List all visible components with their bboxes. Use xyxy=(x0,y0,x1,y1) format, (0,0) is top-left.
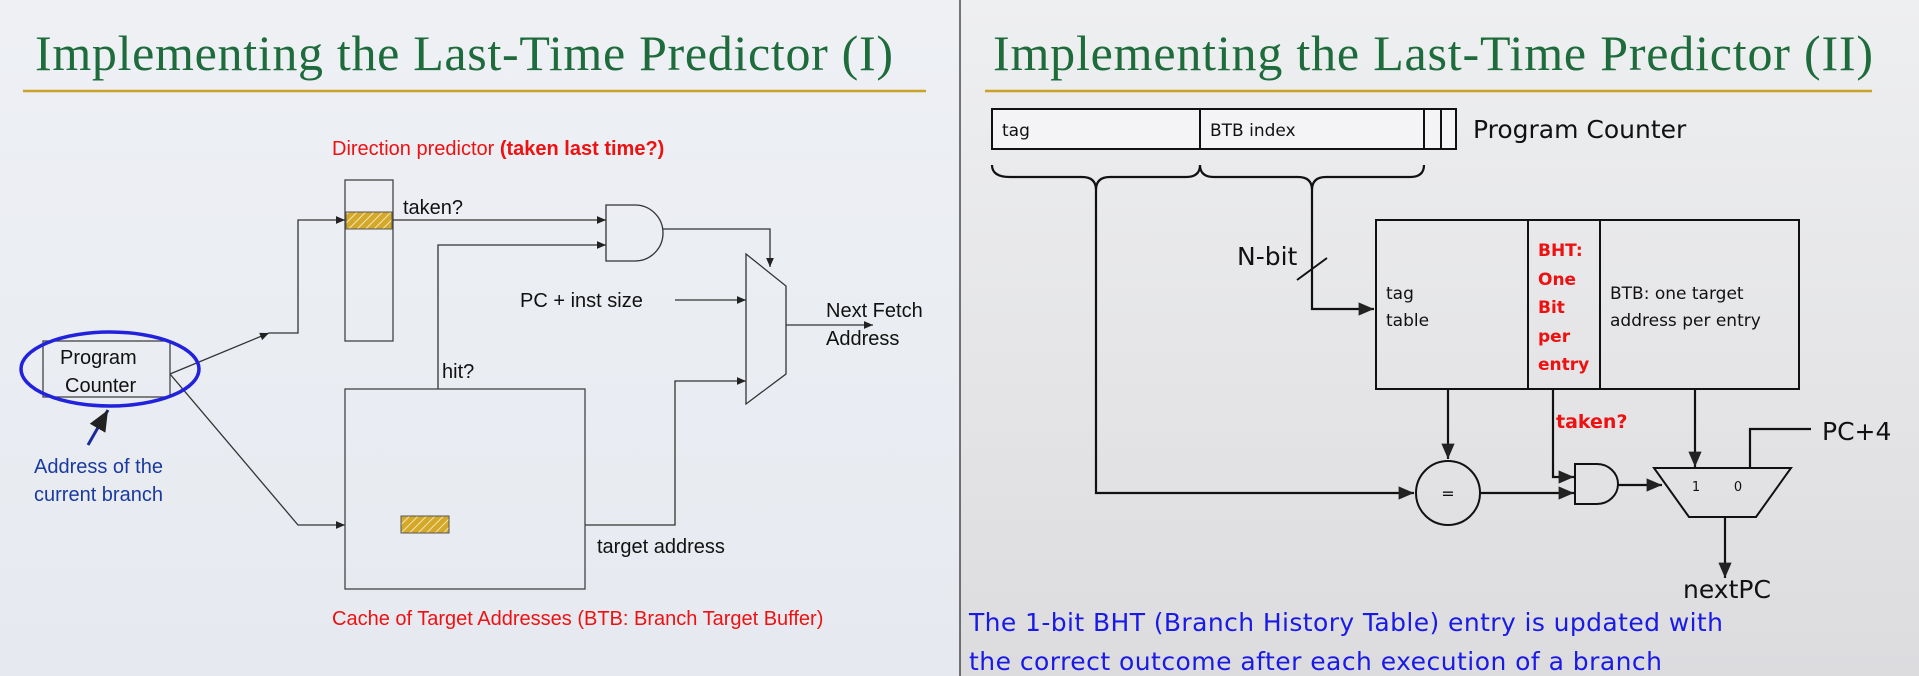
pc-field-index: BTB index xyxy=(1210,121,1296,141)
pc-register xyxy=(991,108,1457,150)
tag-wire xyxy=(1094,190,1414,500)
program-counter-label-1: Program xyxy=(60,347,137,369)
predictor-index-wire xyxy=(269,216,345,334)
mux-input-0: 0 xyxy=(1734,480,1742,495)
left-slide-title: Implementing the Last-Time Predictor (I) xyxy=(35,25,893,81)
btb-table xyxy=(1375,219,1800,390)
taken-label: taken? xyxy=(403,197,463,219)
pc-inst-size-label: PC + inst size xyxy=(520,290,643,312)
bus-width-slash xyxy=(1296,257,1328,281)
taken-label: taken? xyxy=(1556,411,1627,433)
right-slide-title: Implementing the Last-Time Predictor (II… xyxy=(993,25,1873,81)
pc-to-predictor-wire xyxy=(169,332,270,375)
address-note-2: current branch xyxy=(34,484,163,506)
pc-field-tag: tag xyxy=(1002,121,1030,141)
program-counter-box xyxy=(42,340,171,398)
direction-predictor-label: Direction predictor (taken last time?) xyxy=(332,138,664,160)
left-slide-background xyxy=(0,0,960,676)
left-slide: Implementing the Last-Time Predictor (I)… xyxy=(19,25,926,630)
right-slide: Implementing the Last-Time Predictor (II… xyxy=(968,25,1891,676)
pc-plus-4-label: PC+4 xyxy=(1822,417,1891,446)
tag-table-label-1: tag xyxy=(1386,284,1414,304)
next-fetch-label-1: Next Fetch xyxy=(826,300,923,322)
next-fetch-label-2: Address xyxy=(826,328,899,350)
comparator-symbol: = xyxy=(1441,484,1454,503)
mux xyxy=(745,252,787,406)
btb-cache xyxy=(344,388,586,590)
bht-note-line-2: the correct outcome after each execution… xyxy=(969,647,1662,676)
highlight-ellipse xyxy=(19,330,201,408)
index-wire xyxy=(1310,190,1374,316)
and-gate xyxy=(1574,463,1619,505)
btb-label-1: BTB: one target xyxy=(1610,284,1744,304)
address-note-1: Address of the xyxy=(34,456,163,478)
pc-plus-4-wire xyxy=(1748,427,1811,468)
btb-caption: Cache of Target Addresses (BTB: Branch T… xyxy=(332,608,823,630)
n-bit-label: N-bit xyxy=(1237,242,1298,271)
mux xyxy=(1652,467,1793,518)
bht-label: BHT: One Bit per entry xyxy=(1538,241,1589,375)
select-wire xyxy=(663,228,774,267)
target-address-label: target address xyxy=(597,536,725,558)
target-address-wire xyxy=(585,377,746,526)
direction-predictor-table xyxy=(344,179,394,342)
taken-wire xyxy=(1551,389,1574,484)
hit-label: hit? xyxy=(442,361,474,383)
tag-table-label-2: table xyxy=(1386,311,1429,331)
btb-entry-highlight xyxy=(400,515,450,534)
right-slide-background xyxy=(960,0,1919,676)
pc-to-btb-wire xyxy=(169,373,345,529)
program-counter-label: Program Counter xyxy=(1473,115,1687,144)
annotation-arrow xyxy=(86,409,110,446)
mux-input-1: 1 xyxy=(1692,480,1700,495)
next-pc-label: nextPC xyxy=(1683,575,1771,604)
and-gate xyxy=(605,204,664,262)
predictor-entry-highlight xyxy=(345,211,393,230)
bht-note-line-1: The 1-bit BHT (Branch History Table) ent… xyxy=(968,608,1723,637)
hit-wire xyxy=(437,241,606,389)
btb-label-2: address per entry xyxy=(1610,311,1761,331)
program-counter-label-2: Counter xyxy=(65,375,136,397)
